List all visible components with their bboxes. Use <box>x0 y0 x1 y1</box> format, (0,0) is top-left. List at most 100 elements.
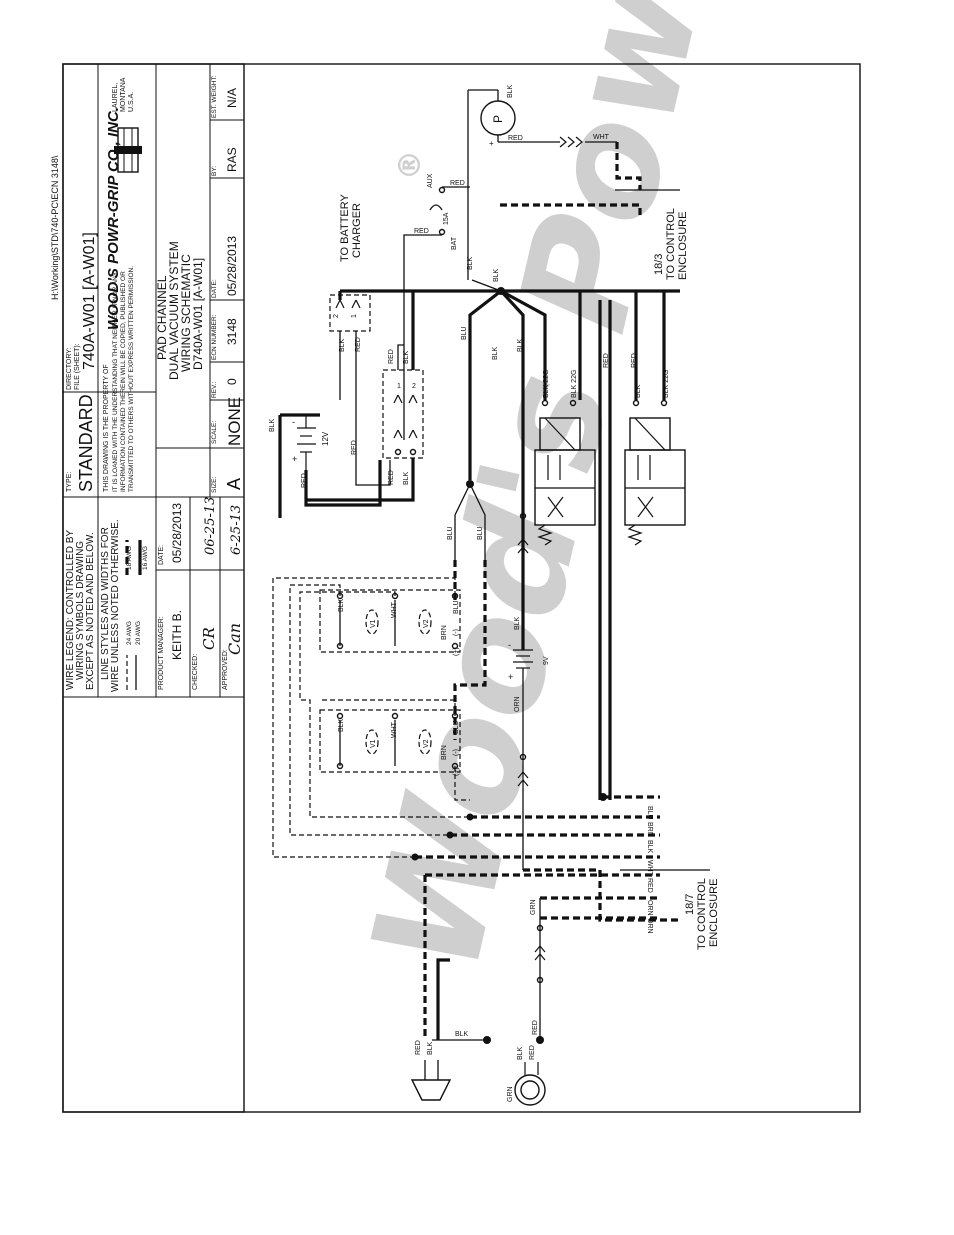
valve-wire-red: RED <box>603 353 610 368</box>
product-manager: KEITH B. <box>170 610 184 660</box>
valve2-wire-1: BLK <box>635 384 642 398</box>
charger-wire-red: RED <box>355 337 362 352</box>
battery-charger-label-1: TO BATTERY <box>339 193 351 262</box>
gauge2-v1: V1 <box>370 739 377 748</box>
wire-legend-3: EXCEPT AS NOTED AND BELOW. <box>85 532 96 690</box>
power-switch-connector: 1 2 RED BLK RED BLK <box>382 349 424 485</box>
company-logo-icon <box>114 127 142 173</box>
battery-12v-wire-blk: BLK <box>269 418 276 432</box>
schematic: P BLK + RED WHT 18/3 TO CONTROL ENCLOSUR… <box>269 84 720 1106</box>
bus-label-red: RED <box>646 878 653 893</box>
cable-18-3-label-3: ENCLOSURE <box>677 212 689 280</box>
gauge1-neg: (-) <box>453 629 460 636</box>
wire-blk-4: BLK <box>517 338 524 352</box>
pump-wire-wht: WHT <box>593 134 610 141</box>
approved-initials: Can <box>225 623 244 655</box>
awg-18: 18 AWG <box>126 546 133 570</box>
lamp-wire-blk: BLK <box>517 1046 524 1060</box>
solenoid-valve-2-icon: BLK BLK 22G <box>624 370 686 546</box>
aux-label: AUX <box>427 173 434 188</box>
directory-label: DIRECTORY: <box>66 347 73 390</box>
gauge1-wire-blk: BLK <box>338 598 345 612</box>
battery-12v-plus: + <box>292 454 297 464</box>
line-styles-2: WIRE UNLESS NOTED OTHERWISE. <box>110 519 121 692</box>
notice-line-3: INFORMATION CONTAINED THEREIN WILL BE CO… <box>120 271 127 492</box>
gauge2-wire-brn: BRN <box>441 745 448 760</box>
address-line-2: MONTANA <box>120 77 127 112</box>
awg-20: 20 AWG <box>135 621 142 645</box>
gauge2-pos: (+) <box>453 767 460 776</box>
awg-24: 24 AWG <box>126 621 133 645</box>
size-label: SIZE: <box>211 477 218 493</box>
fuse-rating: 15A <box>443 212 450 225</box>
cable-18-7-label-2: TO CONTROL <box>696 878 708 950</box>
checked-label: CHECKED: <box>192 654 199 690</box>
bus-label-blu: BLU <box>646 806 653 820</box>
battery-12v-label: 12V <box>321 431 330 446</box>
battery-12v-icon: + - 12V BLK RED <box>269 413 330 518</box>
bus-label-orn-2: ORN <box>646 918 653 934</box>
charger-term-1: 1 <box>351 314 358 318</box>
switch-wire-red-2: RED <box>388 470 395 485</box>
junction-label-blk: BLK <box>493 268 500 282</box>
horn-icon: RED BLK <box>410 1040 452 1101</box>
ecn-label: ECN NUMBER: <box>211 314 218 360</box>
registered-mark: ® <box>393 150 428 180</box>
weight-value: N/A <box>225 88 239 108</box>
by-value: RAS <box>225 147 239 172</box>
junction-wire-blk-1: BLK <box>467 256 474 270</box>
gauge2-neg: (-) <box>453 749 460 756</box>
gauge1-v1: V1 <box>370 619 377 628</box>
gauge2-wire-blu: BLU <box>453 720 460 734</box>
pump-wire-blk: BLK <box>507 84 514 98</box>
checked-date: 06-25-13 <box>203 497 218 555</box>
gauge2-wire-blk: BLK <box>338 718 345 732</box>
wire-blk-2: BLK <box>492 346 499 360</box>
battery-9v-minus: - <box>508 640 511 650</box>
solenoid-valve-1-icon: BLK 22G BLK 22G <box>534 370 596 546</box>
notice-line-2: IT IS LOANED WITH THE UNDERSTANDING THAT… <box>112 271 119 492</box>
gauge1-v2: V2 <box>423 619 430 628</box>
address-line-1: LAUREL, <box>112 83 119 112</box>
lamp-wire-red: RED <box>529 1045 536 1060</box>
wire-blu-1: BLU <box>461 326 468 340</box>
rev-label: REV.: <box>211 381 218 398</box>
pump-motor-icon: P BLK + RED WHT <box>467 84 642 280</box>
date-label: DATE: <box>158 545 165 565</box>
cable-18-3-label-2: TO CONTROL <box>665 208 677 280</box>
wire-orn-1: ORN <box>514 696 521 712</box>
ecn-value: 3148 <box>225 318 239 345</box>
watermark: Wood's Powr-Grip <box>339 0 846 987</box>
checked-initials: CR <box>200 627 218 650</box>
valve1-wire-2: BLK 22G <box>571 370 578 398</box>
cable-18-7-label-1: 18/7 <box>684 894 696 915</box>
address-line-3: U.S.A. <box>128 92 135 112</box>
lamp-label-grn: GRN <box>507 1086 514 1102</box>
switch-term-1: 1 <box>397 383 401 390</box>
valve-wire-red-2: RED <box>631 353 638 368</box>
battery-charger-connector: 2 1 TO BATTERY CHARGER <box>329 193 371 332</box>
approved-date: 6-25-13 <box>229 505 244 555</box>
scale-label: SCALE: <box>211 421 218 444</box>
date2-label: DATE: <box>211 279 218 298</box>
description-line-2: DUAL VACUUM SYSTEM <box>167 241 181 380</box>
battery-9v-label: 9V <box>543 656 550 665</box>
valve1-wire-1: BLK 22G <box>543 370 550 398</box>
description-line-3: WIRING SCHEMATIC <box>179 254 193 372</box>
title-block: H:\Working\STD\740-PC\ECN 3148\ DIRECTOR… <box>50 63 245 1113</box>
line-styles-1: LINE STYLES AND WIDTHS FOR <box>100 527 111 680</box>
battery-9v-plus: + <box>508 672 513 682</box>
bus-label-orn: ORN <box>646 900 653 916</box>
aux-wire-red: RED <box>450 180 465 187</box>
date2-value: 05/28/2013 <box>225 236 239 296</box>
wire-grn: GRN <box>530 899 537 915</box>
bat-wire-red: RED <box>414 228 429 235</box>
pump-plus: + <box>489 139 494 148</box>
horn-wire-red: RED <box>415 1040 422 1055</box>
by-label: BY: <box>211 166 218 176</box>
wire-blk-horn: BLK <box>455 1031 469 1038</box>
switch-wire-blk-2: BLK <box>403 471 410 485</box>
file-label: FILE (SHEET): <box>74 343 81 390</box>
wire-legend-2: WIRING SYMBOLS DRAWING <box>75 541 86 680</box>
type-label: TYPE: <box>66 472 73 492</box>
